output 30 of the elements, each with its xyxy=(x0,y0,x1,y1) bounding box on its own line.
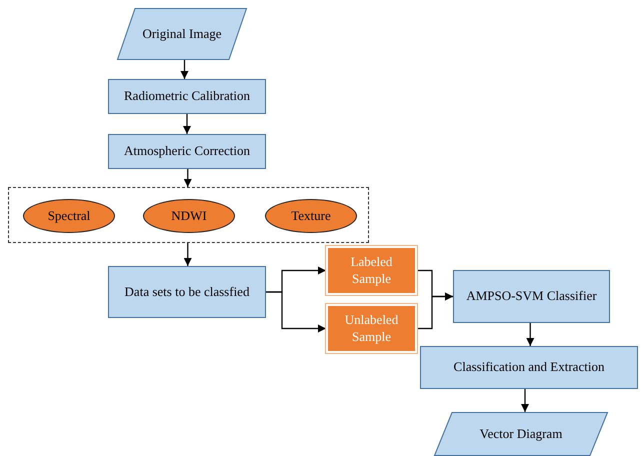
dashed-group-box xyxy=(8,187,369,243)
arrow xyxy=(184,169,192,187)
process-box xyxy=(108,266,266,318)
process-box xyxy=(108,79,266,114)
process-box xyxy=(420,346,638,389)
arrow xyxy=(521,389,529,412)
node-label: Classification and Extraction xyxy=(454,359,604,376)
node-label: NDWI xyxy=(171,208,207,224)
node-label: Original Image xyxy=(142,26,222,42)
arrow xyxy=(266,291,326,332)
sample-box xyxy=(326,246,417,295)
arrow xyxy=(184,243,192,266)
node-label: Texture xyxy=(291,208,331,224)
node-label: Vector Diagram xyxy=(480,426,562,442)
arrow xyxy=(526,323,534,346)
arrow xyxy=(183,114,191,134)
node-label: Unlabeled Sample xyxy=(344,312,400,345)
node-label: Spectral xyxy=(48,208,90,224)
input-output-parallelogram xyxy=(434,412,608,456)
node-label: Atmospheric Correction xyxy=(124,143,250,160)
node-label: AMPSO-SVM Classifier xyxy=(466,288,597,305)
process-box xyxy=(108,134,266,169)
node-label: Labeled Sample xyxy=(350,254,394,287)
arrow xyxy=(417,292,453,330)
node-label: Data sets to be classfied xyxy=(124,284,250,300)
input-output-parallelogram xyxy=(117,8,247,60)
sample-box xyxy=(326,304,417,353)
node-label: Radiometric Calibration xyxy=(124,88,250,105)
process-box xyxy=(453,270,610,323)
arrow xyxy=(180,60,188,79)
